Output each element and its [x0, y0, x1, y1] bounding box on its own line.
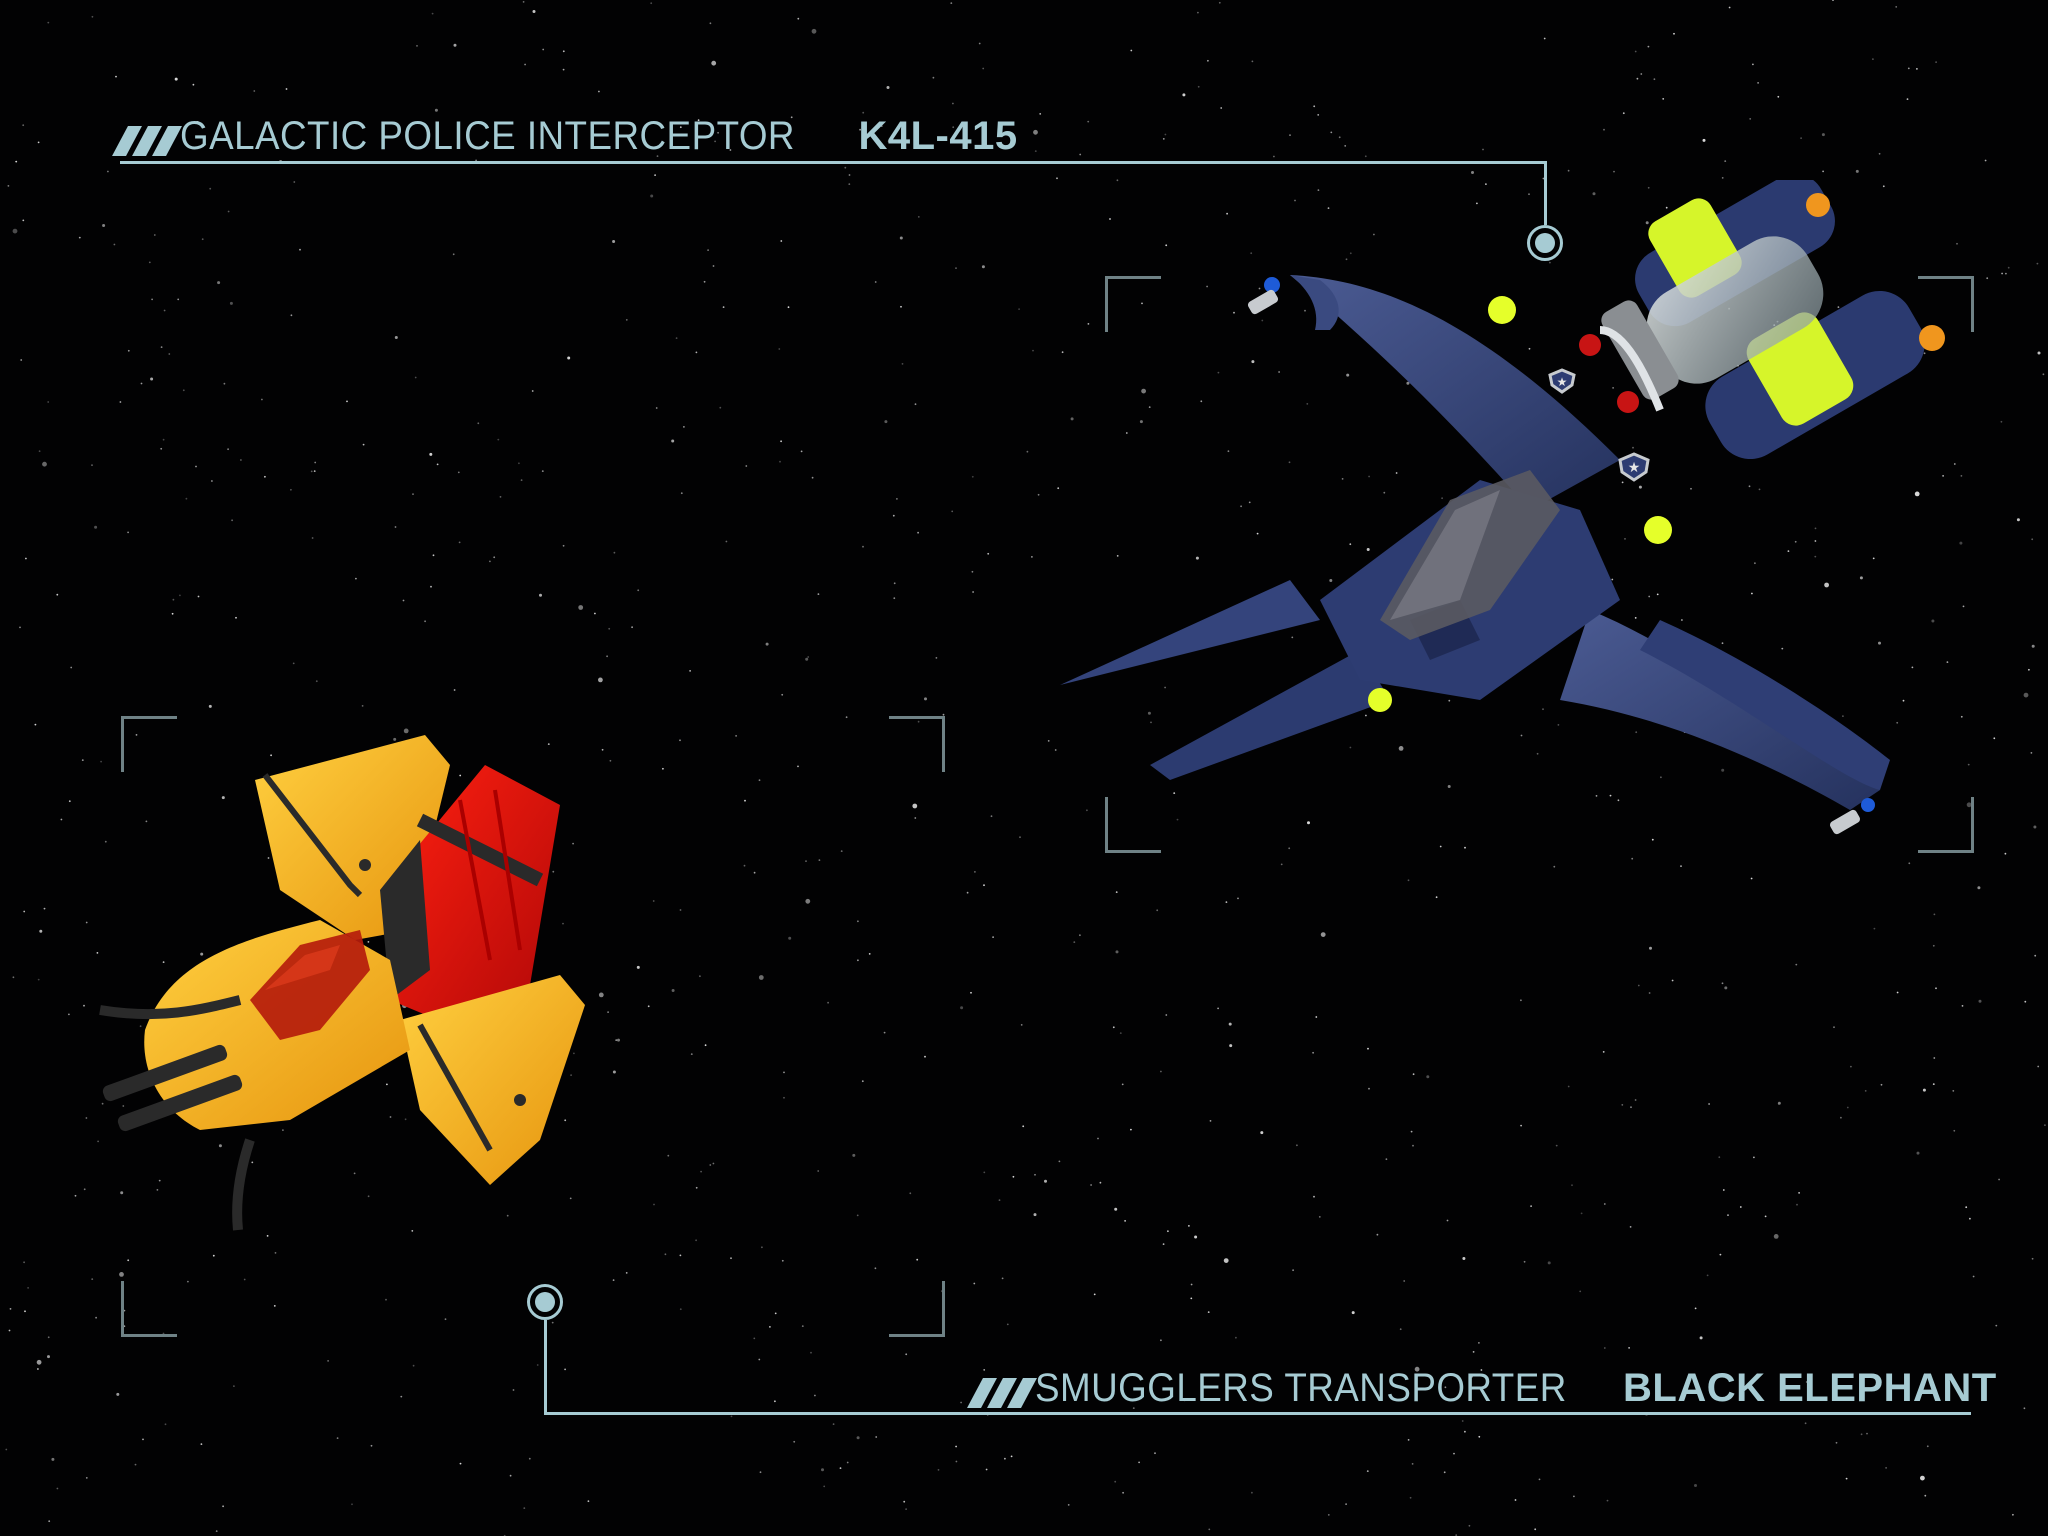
- police-star-shield-icon: ★: [1548, 368, 1576, 394]
- upper-wing: [1290, 275, 1620, 510]
- interceptor-leader-vertical: [1544, 161, 1547, 225]
- triple-slash-stripes-icon: [967, 1378, 1037, 1408]
- transporter-frame-corner-top-right: [889, 716, 945, 772]
- red-cockpit-canopy: [250, 930, 370, 1040]
- interceptor-target-node-icon: [1527, 225, 1563, 261]
- glass-fuel-tank: [1601, 236, 1824, 400]
- caption-bold-text: BLACK ELEPHANT: [1623, 1366, 1997, 1410]
- transporter-target-node-icon: [527, 1284, 563, 1320]
- transporter-frame-corner-bottom-right: [889, 1281, 945, 1337]
- lower-wing-pod: [400, 975, 585, 1185]
- interceptor-leader-horizontal: [120, 161, 1547, 164]
- interceptor-frame-corner-bottom-left: [1105, 797, 1161, 853]
- transporter-leader-horizontal: [544, 1412, 1971, 1415]
- cannons: [102, 1044, 243, 1132]
- transporter-leader-vertical: [544, 1320, 547, 1415]
- interceptor-caption: GALACTIC POLICE INTERCEPTOR K4L-415: [112, 114, 1018, 158]
- interceptor-frame-corner-bottom-right: [1918, 797, 1974, 853]
- red-cargo-container: [390, 765, 560, 1025]
- interceptor-frame-corner-top-left: [1105, 276, 1161, 332]
- transporter-caption: SMUGGLERS TRANSPORTER BLACK ELEPHANT: [967, 1366, 1997, 1410]
- transporter-ship: [99, 735, 585, 1231]
- triple-slash-stripes-icon: [112, 126, 182, 156]
- svg-text:★: ★: [1628, 460, 1641, 476]
- svg-text:★: ★: [1557, 375, 1568, 389]
- transporter-frame-corner-top-left: [121, 716, 177, 772]
- caption-light-text: GALACTIC POLICE INTERCEPTOR: [180, 114, 795, 158]
- hose: [99, 995, 242, 1020]
- hose: [232, 1138, 255, 1231]
- interceptor-ship: ★ ★: [1060, 180, 1945, 835]
- caption-light-text: SMUGGLERS TRANSPORTER: [1035, 1366, 1567, 1410]
- transporter-frame-corner-bottom-left: [121, 1281, 177, 1337]
- nose-prong: [1060, 580, 1320, 685]
- interceptor-frame-corner-top-right: [1918, 276, 1974, 332]
- lower-wing: [1560, 610, 1880, 810]
- police-star-shield-icon: ★: [1618, 452, 1650, 482]
- caption-bold-text: K4L-415: [858, 114, 1018, 158]
